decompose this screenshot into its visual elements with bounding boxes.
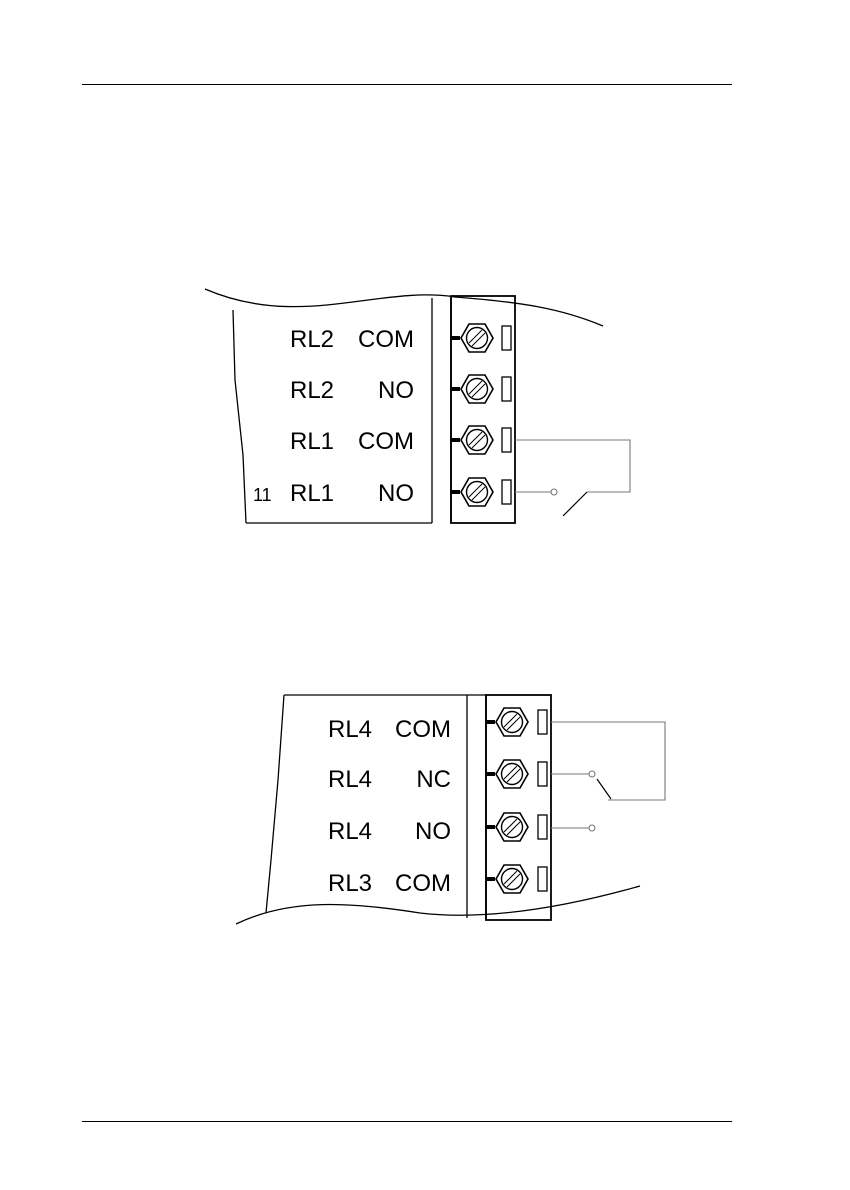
terminal-screw <box>486 865 547 893</box>
figure-1-labels: RL2 COM RL2 NO RL1 COM 11 RL1 NO <box>253 326 414 507</box>
terminal-screw <box>451 324 511 352</box>
terminal-pin: NO <box>378 377 414 404</box>
figure-2-relay-contact-wiring <box>551 722 665 831</box>
terminal-name: RL4 <box>328 818 372 845</box>
terminal-pin: COM <box>395 716 451 743</box>
terminal-pin: COM <box>395 870 451 897</box>
terminal-name: RL2 <box>290 377 334 404</box>
figure-2-screws <box>486 708 547 893</box>
pin-number: 11 <box>253 485 272 505</box>
terminal-name: RL3 <box>328 870 372 897</box>
terminal-screw <box>451 478 511 506</box>
terminal-name: RL4 <box>328 716 372 743</box>
terminal-name: RL4 <box>328 766 372 793</box>
terminal-name: RL2 <box>290 326 334 353</box>
figure-1-relay-contact-wiring <box>515 440 630 516</box>
terminal-name: RL1 <box>290 428 334 455</box>
terminal-screw <box>486 813 547 841</box>
terminal-screw <box>486 760 547 788</box>
terminal-name: RL1 <box>290 480 334 507</box>
terminal-pin: COM <box>358 428 414 455</box>
terminal-pin: NO <box>415 818 451 845</box>
terminal-screw <box>486 708 547 736</box>
terminal-pin: NC <box>416 766 451 793</box>
terminal-pin: COM <box>358 326 414 353</box>
terminal-screw <box>451 375 511 403</box>
terminal-screw <box>451 426 511 454</box>
terminal-pin: NO <box>378 480 414 507</box>
figure-2-labels: RL4 COM RL4 NC RL4 NO RL3 COM <box>328 716 451 897</box>
figure-1-screws <box>451 324 511 506</box>
